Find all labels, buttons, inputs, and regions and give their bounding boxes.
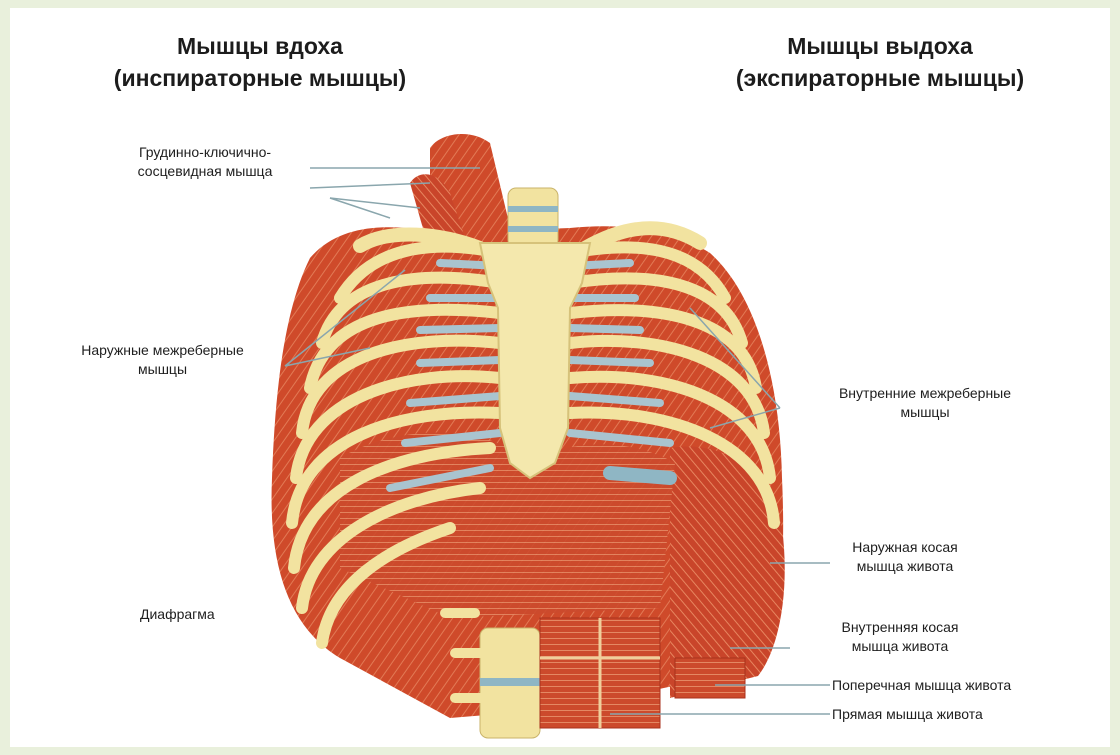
internal-intercostal-label-line2: мышцы (800, 403, 1050, 422)
transverse-label: Поперечная мышца живота (832, 676, 1011, 695)
internal-oblique-label-line2: мышца живота (810, 637, 990, 656)
external-intercostal-label-line1: Наружные межреберные (40, 341, 285, 360)
external-oblique-label-line1: Наружная косая (825, 538, 985, 557)
internal-intercostal-label-line1: Внутренние межреберные (800, 384, 1050, 403)
internal-oblique-label: Внутренняя косая мышца живота (810, 618, 990, 656)
external-oblique-label: Наружная косая мышца живота (825, 538, 985, 576)
external-intercostal-label-line2: мышцы (40, 360, 285, 379)
diaphragm-label: Диафрагма (140, 605, 215, 624)
diagram-frame: Мышцы вдоха (инспираторные мышцы) Мышцы … (10, 8, 1110, 747)
transverse-abdominis-muscle (675, 658, 745, 698)
internal-intercostal-label: Внутренние межреберные мышцы (800, 384, 1050, 422)
scm-label-line2: сосцевидная мышца (95, 162, 315, 181)
external-oblique-label-line2: мышца живота (825, 557, 985, 576)
scm-label-line1: Грудинно-ключично- (95, 143, 315, 162)
external-intercostal-label: Наружные межреберные мышцы (40, 341, 285, 379)
scm-label: Грудинно-ключично- сосцевидная мышца (95, 143, 315, 181)
rectus-label: Прямая мышца живота (832, 705, 983, 724)
internal-oblique-label-line1: Внутренняя косая (810, 618, 990, 637)
